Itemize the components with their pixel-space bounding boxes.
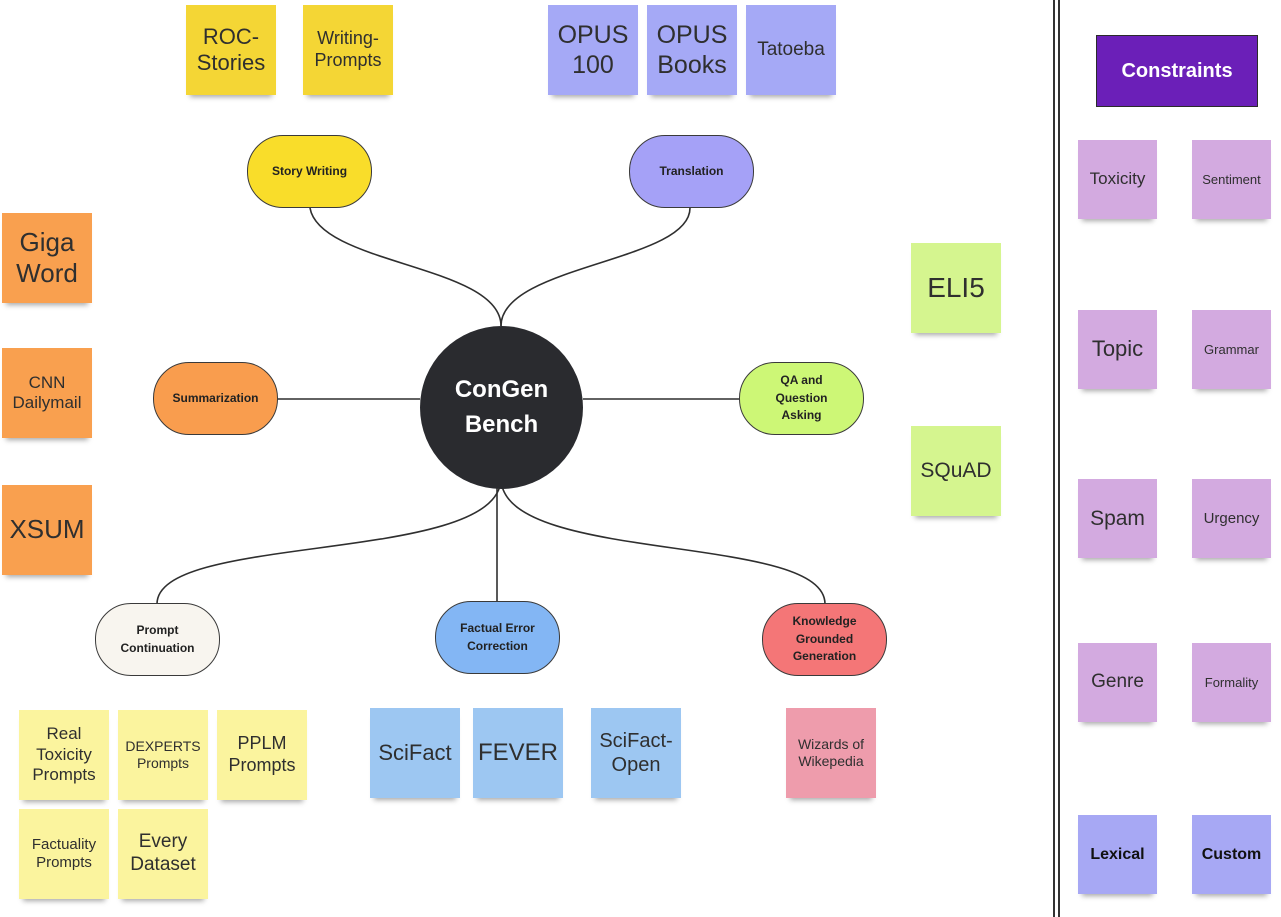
translation-node: Translation bbox=[629, 135, 754, 208]
constraint-formality: Formality bbox=[1192, 643, 1271, 722]
dataset-eli5: ELI5 bbox=[911, 243, 1001, 333]
panel-divider bbox=[1053, 0, 1060, 917]
dataset-fever: FEVER bbox=[473, 708, 563, 798]
link-translation bbox=[500, 207, 691, 327]
dataset-opus-100: OPUS 100 bbox=[548, 5, 638, 95]
qa-node: QA and Question Asking bbox=[739, 362, 864, 435]
knowledge-grounded-generation-node: Knowledge Grounded Generation bbox=[762, 603, 887, 676]
dataset-every-dataset: Every Dataset bbox=[118, 809, 208, 899]
dataset-scifact: SciFact bbox=[370, 708, 460, 798]
dataset-tatoeba: Tatoeba bbox=[746, 5, 836, 95]
story-writing-node: Story Writing bbox=[247, 135, 372, 208]
constraint-urgency: Urgency bbox=[1192, 479, 1271, 558]
dataset-factuality-prompts: Factuality Prompts bbox=[19, 809, 109, 899]
factual-error-correction-node: Factual Error Correction bbox=[435, 601, 560, 674]
dataset-cnn-dailymail: CNN Dailymail bbox=[2, 348, 92, 438]
constraint-sentiment: Sentiment bbox=[1192, 140, 1271, 219]
constraint-grammar: Grammar bbox=[1192, 310, 1271, 389]
dataset-wizards-of-wikipedia: Wizards of Wikepedia bbox=[786, 708, 876, 798]
constraint-toxicity: Toxicity bbox=[1078, 140, 1157, 219]
constraint-lexical: Lexical bbox=[1078, 815, 1157, 894]
dataset-squad: SQuAD bbox=[911, 426, 1001, 516]
link-story-writing bbox=[309, 207, 502, 327]
dataset-xsum: XSUM bbox=[2, 485, 92, 575]
dataset-roc-stories: ROC- Stories bbox=[186, 5, 276, 95]
dataset-dexperts-prompts: DEXPERTS Prompts bbox=[118, 710, 208, 800]
summarization-node: Summarization bbox=[153, 362, 278, 435]
constraint-genre: Genre bbox=[1078, 643, 1157, 722]
congen-bench-hub: ConGen Bench bbox=[420, 326, 583, 489]
dataset-opus-books: OPUS Books bbox=[647, 5, 737, 95]
constraint-topic: Topic bbox=[1078, 310, 1157, 389]
prompt-continuation-node: Prompt Continuation bbox=[95, 603, 220, 676]
link-prompt-continuation bbox=[156, 477, 502, 605]
constraints-title: Constraints bbox=[1096, 35, 1258, 107]
dataset-scifact-open: SciFact- Open bbox=[591, 708, 681, 798]
constraint-custom: Custom bbox=[1192, 815, 1271, 894]
dataset-real-toxicity-prompts: Real Toxicity Prompts bbox=[19, 710, 109, 800]
link-knowledge-grounded bbox=[500, 477, 826, 605]
dataset-writing-prompts: Writing- Prompts bbox=[303, 5, 393, 95]
constraint-spam: Spam bbox=[1078, 479, 1157, 558]
dataset-pplm-prompts: PPLM Prompts bbox=[217, 710, 307, 800]
dataset-gigaword: Giga Word bbox=[2, 213, 92, 303]
